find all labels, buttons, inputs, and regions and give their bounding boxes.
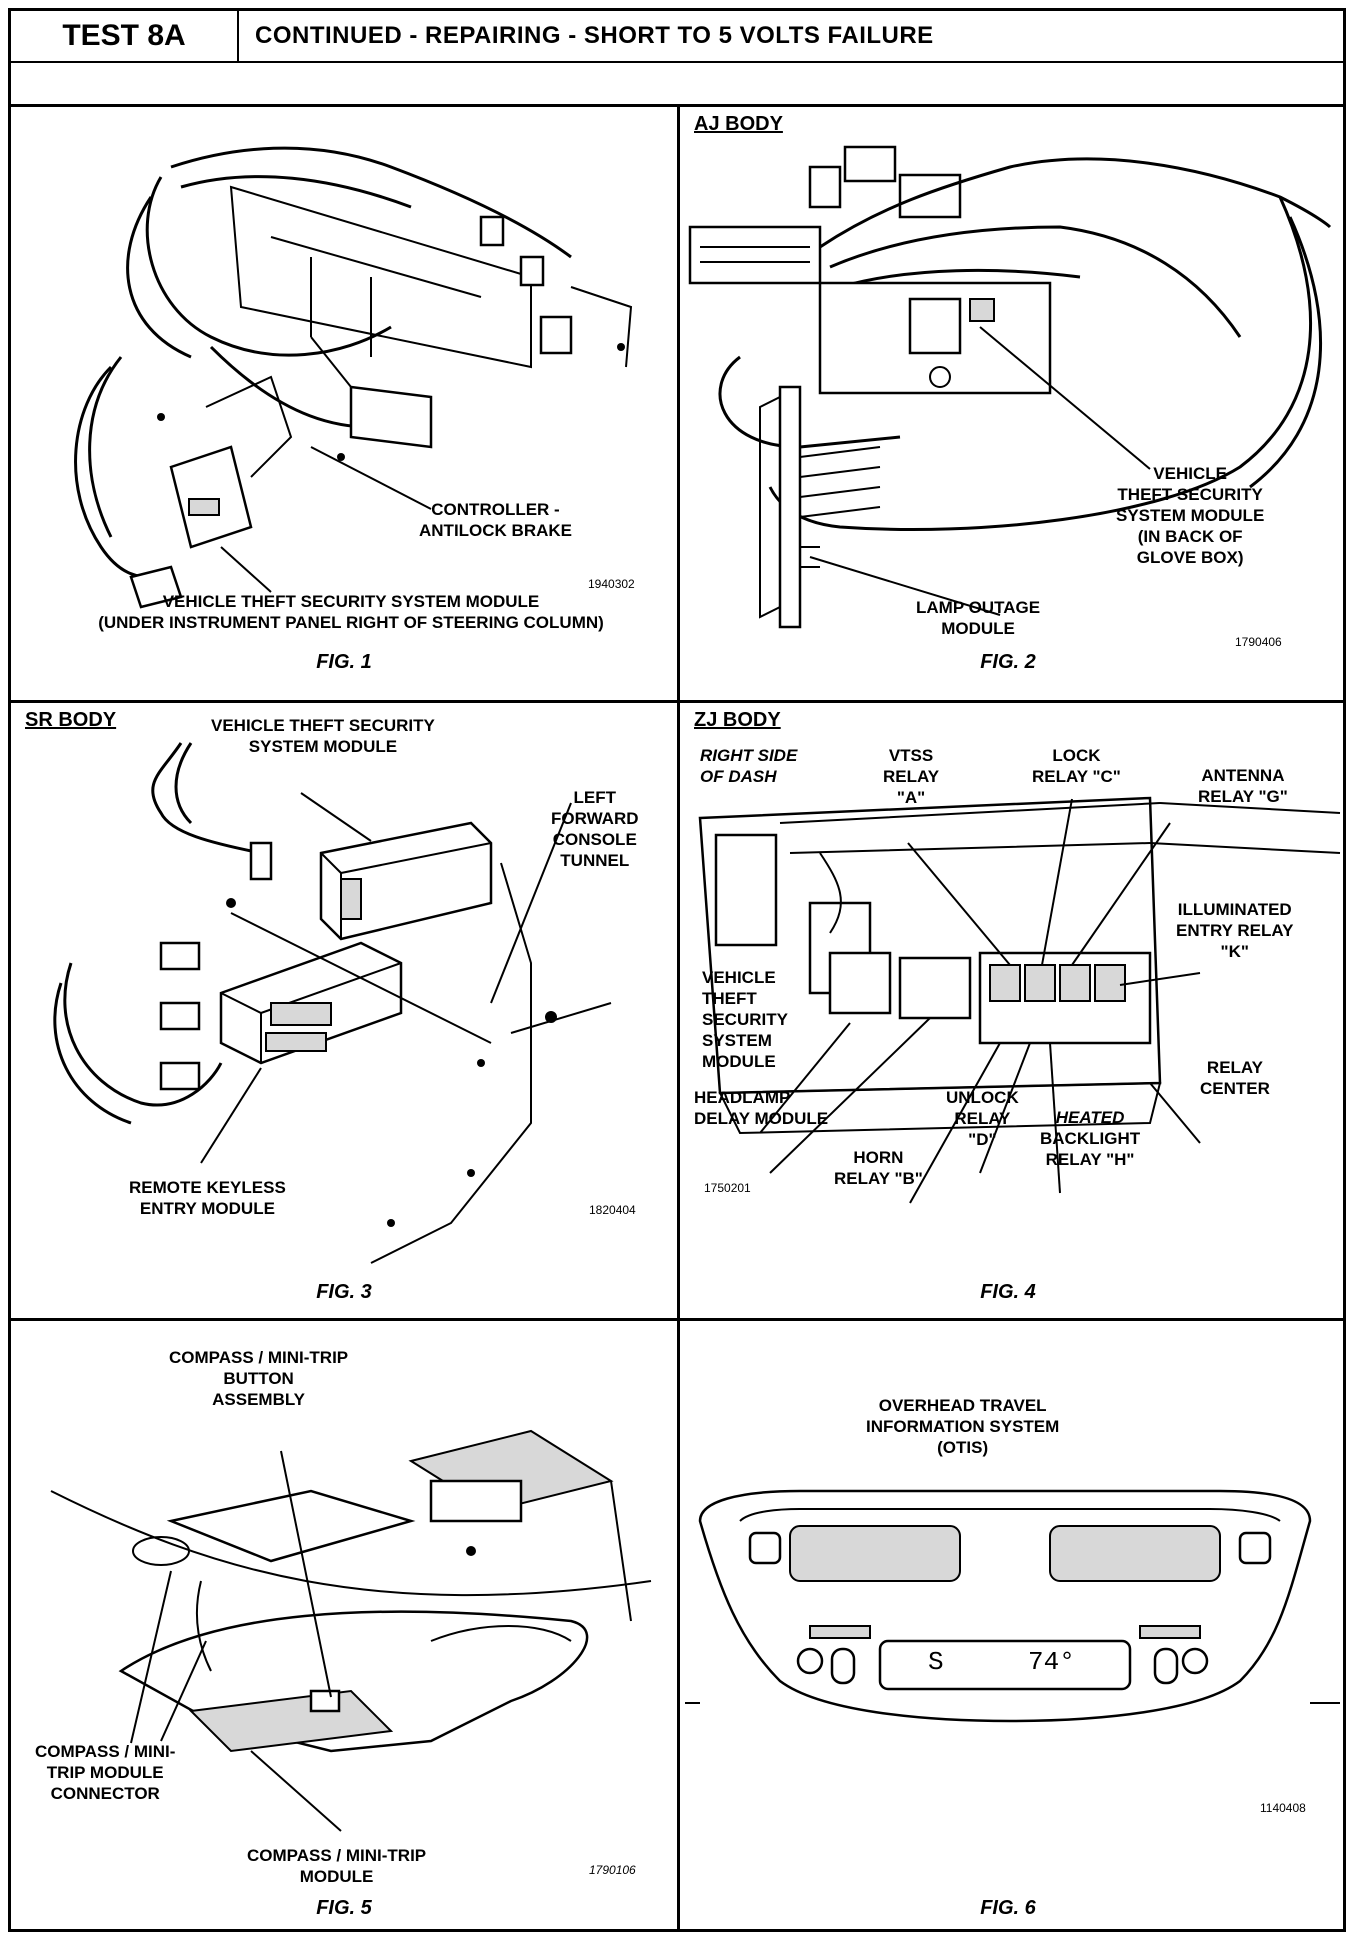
figure-3-panel: SR BODY [11,703,677,1318]
fig4-illustration [698,796,1341,1204]
otis-display-heading: S [928,1647,944,1677]
otis-display-temperature: 74° [1028,1647,1075,1677]
fig5-illustration [50,1429,652,1832]
fig3-body-tag: SR BODY [25,709,117,731]
fig6-code: 1140408 [1260,1801,1306,1815]
fig1-code: 1940302 [588,577,635,591]
fig4-heated-word: HEATED [1055,1108,1125,1127]
fig5-code: 1790106 [589,1863,636,1877]
fig2-caption: FIG. 2 [980,651,1036,673]
fig6-illustration [685,1489,1340,1723]
page-header: TEST 8A CONTINUED - REPAIRING - SHORT TO… [11,11,1343,63]
fig5-caption: FIG. 5 [316,1897,372,1919]
page-title: CONTINUED - REPAIRING - SHORT TO 5 VOLTS… [255,22,934,49]
fig4-caption: FIG. 4 [980,1281,1036,1303]
vertical-divider [677,107,680,1929]
fig6-caption: FIG. 6 [980,1897,1036,1919]
fig4-body-tag: ZJ BODY [694,709,781,731]
header-band [11,63,1343,107]
fig1-label-vtss: VEHICLE THEFT SECURITY SYSTEM MODULE(UND… [98,592,604,632]
row-divider-1 [11,700,1343,703]
fig4-code: 1750201 [704,1181,751,1195]
test-id: TEST 8A [11,11,239,61]
fig1-caption: FIG. 1 [316,651,372,673]
figure-2-panel: AJ BODY [680,107,1343,700]
fig3-code: 1820404 [589,1203,636,1217]
figure-1-panel: CONTROLLER -ANTILOCK BRAKE 1940302 VEHIC… [11,107,677,700]
fig1-illustration [74,146,633,609]
fig2-code: 1790406 [1235,635,1282,649]
fig2-body-tag: AJ BODY [694,113,783,135]
fig2-illustration [688,145,1332,629]
fig3-caption: FIG. 3 [316,1281,372,1303]
fig3-illustration [53,742,612,1264]
service-manual-page: TEST 8A CONTINUED - REPAIRING - SHORT TO… [8,8,1346,1932]
row-divider-2 [11,1318,1343,1321]
fig1-label-controller: CONTROLLER -ANTILOCK BRAKE [419,500,572,540]
figure-4-panel: ZJ BODY [680,703,1343,1318]
